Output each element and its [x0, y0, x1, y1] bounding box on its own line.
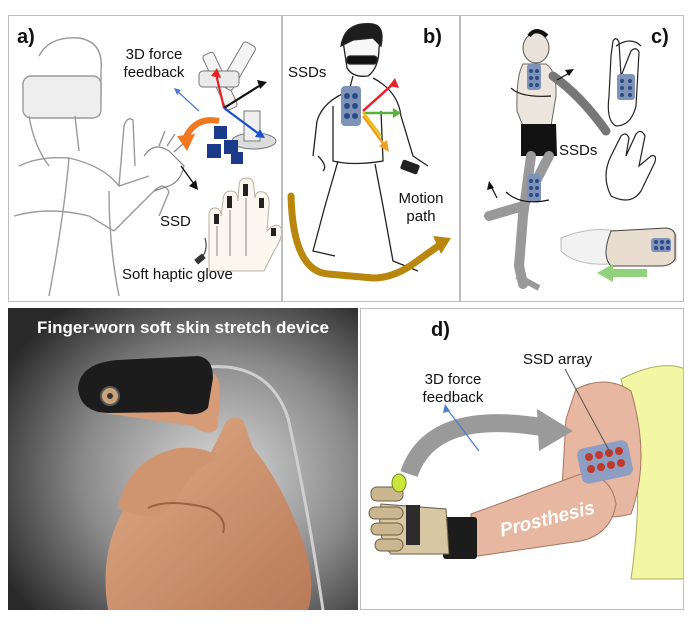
photo-panel: Finger-worn soft skin stretch device — [8, 308, 358, 610]
ssd-array-caption: SSD array — [523, 351, 593, 368]
panel-a: a) 3D force feedback SSD Soft haptic glo… — [8, 15, 282, 302]
force-feedback-caption: 3D force feedback — [109, 46, 199, 82]
green-arrow-icon — [611, 269, 647, 277]
force-feedback-d-line-2: feedback — [422, 389, 484, 406]
soft-haptic-glove-caption: Soft haptic glove — [122, 266, 233, 283]
soft-haptic-glove-icon — [208, 177, 281, 272]
force-feedback-caption-d: 3D force feedback — [409, 371, 497, 407]
reaching-hand — [560, 227, 677, 267]
panel-a-illustration — [13, 37, 281, 297]
hand-sketch-middle — [605, 130, 657, 201]
panel-b-label: b) — [423, 26, 442, 48]
panel-c-illustration — [484, 29, 677, 291]
hand-sketch-top — [607, 38, 642, 127]
grey-arrow-icon — [400, 414, 543, 478]
skin-stretch-device — [78, 356, 213, 415]
panel-c-label: c) — [651, 26, 669, 48]
force-feedback-line-1: 3D force — [125, 46, 183, 63]
panel-d-illustration — [368, 365, 683, 580]
standing-man-sketch — [484, 29, 611, 291]
motion-path-arrow — [287, 192, 445, 282]
panel-d: d) SSD array 3D force feedback Prosthesi… — [360, 308, 684, 610]
robotic-hand — [368, 486, 450, 555]
panel-b: b) SSDs Motion path — [282, 15, 460, 302]
ssds-caption: SSDs — [288, 64, 327, 81]
force-arrows-icon — [361, 78, 401, 152]
ssd-caption: SSD — [160, 213, 191, 230]
force-axes-icon — [211, 68, 267, 138]
force-feedback-d-line-1: 3D force — [424, 371, 482, 388]
panel-c: c) SSDs — [460, 15, 684, 302]
motion-path-caption: Motion path — [391, 190, 451, 226]
arm-ssd-pad — [527, 64, 541, 90]
finger-device-photo — [8, 308, 358, 610]
panel-d-label: d) — [431, 319, 450, 341]
ssds-caption-c: SSDs — [559, 142, 598, 159]
panel-a-label: a) — [17, 26, 35, 48]
walking-man-sketch — [312, 23, 429, 272]
force-feedback-line-2: feedback — [123, 64, 185, 81]
grasped-object — [391, 473, 407, 493]
panel-b-illustration — [287, 23, 451, 282]
motion-path-line-2: path — [406, 208, 436, 225]
photo-title: Finger-worn soft skin stretch device — [37, 318, 329, 337]
robot-arm-icon — [198, 41, 277, 164]
motion-path-line-1: Motion — [398, 190, 444, 207]
